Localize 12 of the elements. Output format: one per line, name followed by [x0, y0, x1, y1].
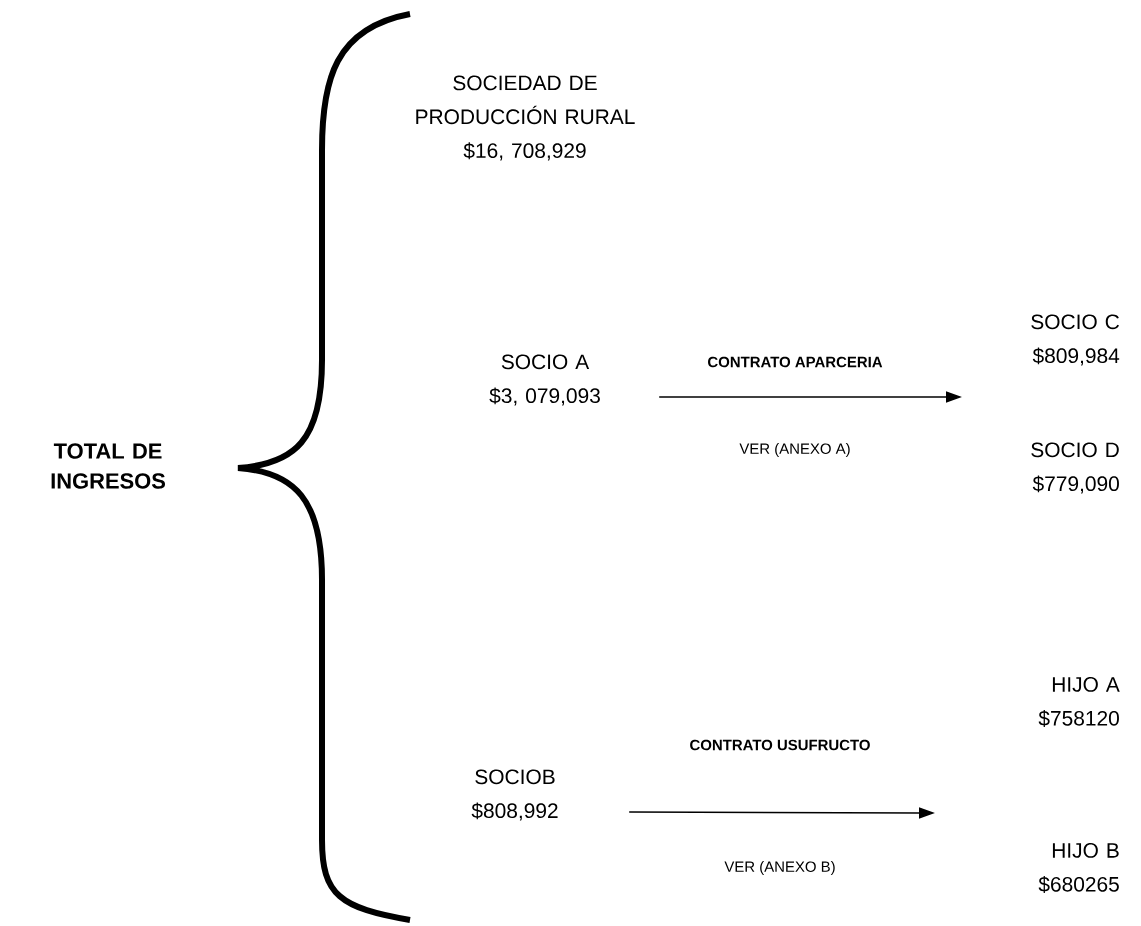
total-label: TOTAL DE INGRESOS — [51, 443, 165, 489]
amount-label: SOCIOB $808,992 — [471, 769, 558, 821]
amount-label: SOCIO A $3, 079,093 — [489, 354, 600, 406]
annex-note: VER (ANEXO A) — [739, 443, 850, 457]
edge-label: CONTRATO USUFRUCTO — [690, 739, 870, 751]
edge-label: CONTRATO APARCERIA — [708, 356, 883, 368]
annex-note: VER (ANEXO B) — [724, 861, 835, 875]
amount-label: SOCIO D $779,090 — [1031, 442, 1119, 494]
amount-label: HIJO A $758120 — [1038, 677, 1120, 727]
amount-label: SOCIO C $809,984 — [1031, 314, 1120, 366]
amount-label: SOCIEDAD DE PRODUCCIÓN RURAL $16, 708,929 — [416, 75, 635, 161]
amount-label: HIJO B $680265 — [1038, 843, 1119, 893]
